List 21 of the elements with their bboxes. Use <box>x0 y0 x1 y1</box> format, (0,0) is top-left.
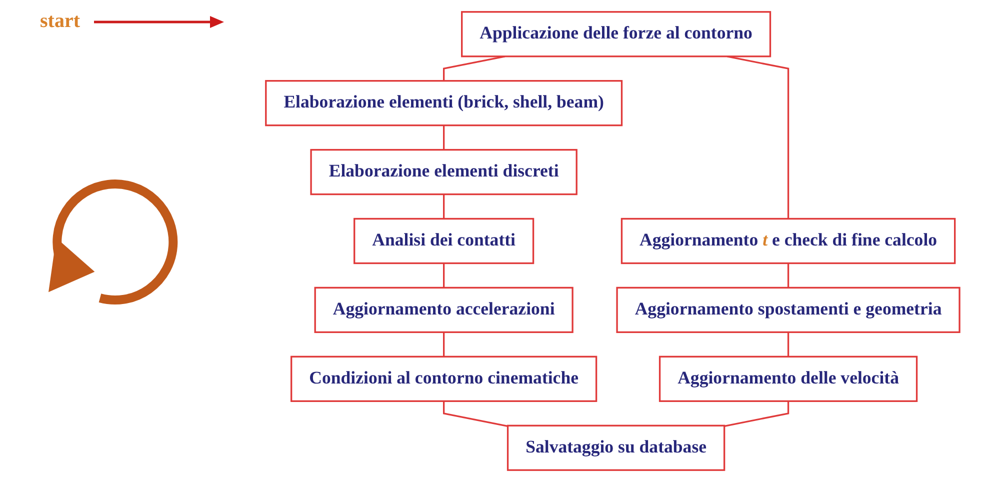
connector <box>443 332 445 356</box>
node-box: Aggiornamento spostamenti e geometria <box>616 286 961 333</box>
node-box: Aggiornamento accelerazioni <box>314 286 574 333</box>
start-label: start <box>40 10 80 33</box>
connector <box>788 332 790 356</box>
node-box: Salvataggio su database <box>507 424 726 470</box>
connector <box>727 55 790 218</box>
connector <box>443 400 508 426</box>
connector <box>443 194 445 218</box>
connector <box>443 124 445 150</box>
connector <box>724 400 790 426</box>
node-box: Aggiornamento t e check di fine calcolo <box>621 217 956 264</box>
connector <box>443 262 445 288</box>
node-box: Analisi dei contatti <box>354 217 534 264</box>
node-box: Elaborazione elementi (brick, shell, beam) <box>265 80 623 126</box>
node-box: Condizioni al contorno cinematiche <box>290 355 598 402</box>
connector <box>443 55 506 80</box>
node-box: Applicazione delle forze al contorno <box>461 10 772 57</box>
connector <box>788 262 790 288</box>
node-box: Aggiornamento delle velocità <box>659 355 918 402</box>
node-box: Elaborazione elementi discreti <box>310 148 578 195</box>
